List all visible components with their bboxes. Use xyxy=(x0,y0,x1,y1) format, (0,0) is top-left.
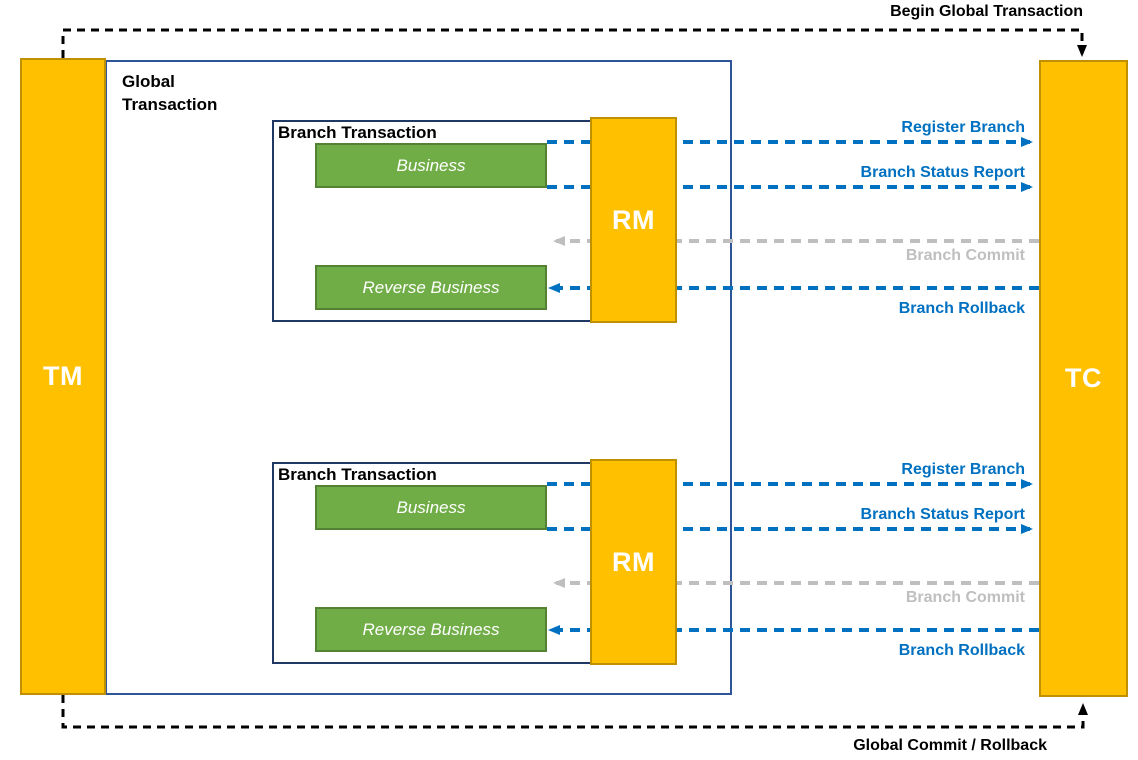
branch-commit-label-2: Branch Commit xyxy=(905,589,1025,606)
branch-transaction-title: Branch Transaction xyxy=(278,123,437,142)
global-transaction-title: Global Transaction xyxy=(122,72,218,114)
tc-label: TC xyxy=(1065,363,1102,393)
branch-transaction-title: Branch Transaction xyxy=(278,465,437,484)
rm-label: RM xyxy=(612,546,655,577)
register-branch-label-2: Register Branch xyxy=(901,461,1025,478)
tm-label: TM xyxy=(43,361,83,391)
tc-box: TC xyxy=(1039,60,1128,697)
branch-rollback-label-1: Branch Rollback xyxy=(898,300,1025,317)
global-transaction-box: Global Transaction xyxy=(105,60,732,695)
branch-status-report-label-1: Branch Status Report xyxy=(860,164,1025,181)
business-box-2: Business xyxy=(315,485,547,530)
reverse-business-box-2: Reverse Business xyxy=(315,607,547,652)
begin-global-transaction-label: Begin Global Transaction xyxy=(890,3,1083,20)
global-commit-rollback-arrow xyxy=(61,695,1088,729)
begin-global-transaction-arrow xyxy=(61,28,1087,58)
rm-box-1: RM xyxy=(590,117,677,323)
rm-box-2: RM xyxy=(590,459,677,665)
rm-label: RM xyxy=(612,204,655,235)
tm-box: TM xyxy=(20,58,106,695)
register-branch-label-1: Register Branch xyxy=(901,119,1025,136)
branch-status-report-label-2: Branch Status Report xyxy=(860,506,1025,523)
branch-rollback-label-2: Branch Rollback xyxy=(898,642,1025,659)
branch-commit-label-1: Branch Commit xyxy=(905,247,1025,264)
business-box-1: Business xyxy=(315,143,547,188)
global-commit-rollback-label: Global Commit / Rollback xyxy=(853,737,1047,754)
reverse-business-box-1: Reverse Business xyxy=(315,265,547,310)
